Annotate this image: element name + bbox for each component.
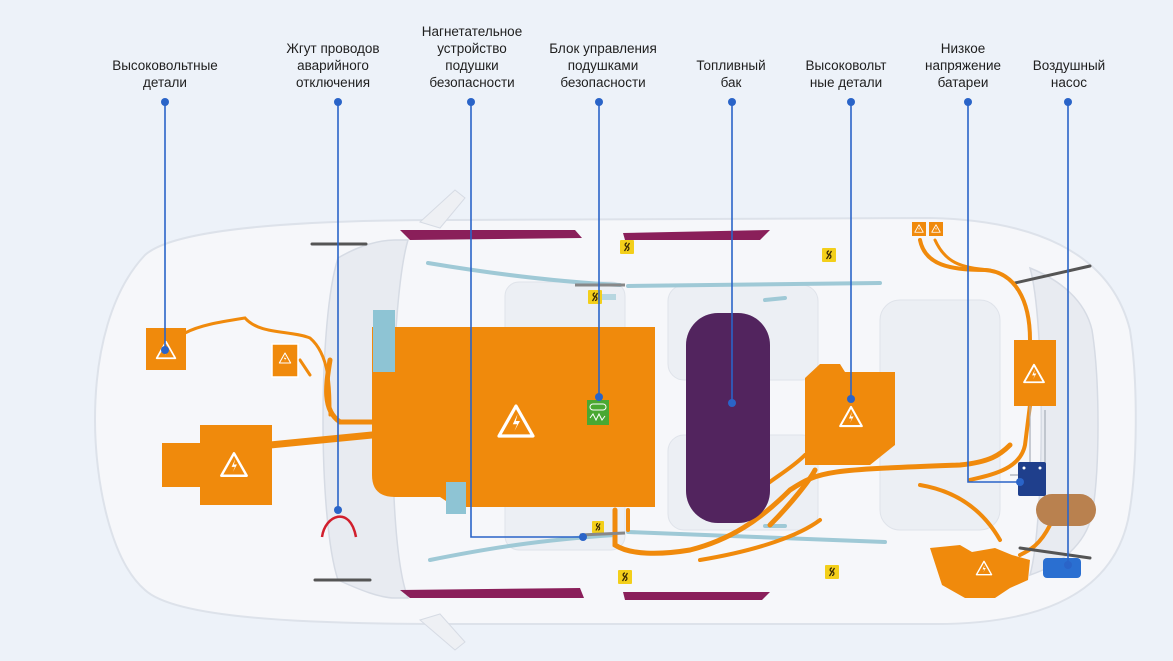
emergency-cutoff-harness — [320, 515, 358, 538]
hv-rear-unit — [805, 364, 895, 465]
label-airbag-inflator: Нагнетательное устройство подушки безопа… — [421, 24, 523, 90]
label-fuel-tank: Топливный бак — [696, 58, 766, 90]
hv-cables — [183, 238, 1052, 562]
label-air-pump: Воздушный насос — [1032, 58, 1106, 90]
label-low-voltage-battery: Низкое напряжение батареи — [925, 41, 1001, 90]
airbag-control-unit — [587, 400, 609, 425]
hv-fuse-box — [271, 343, 299, 378]
tan-cylinder — [1036, 494, 1096, 526]
label-high-voltage-rear: Высоковольт ные детали — [805, 58, 887, 90]
hv-rear-connectors — [912, 222, 943, 236]
fuel-tank — [686, 313, 770, 523]
label-airbag-control-unit: Блок управления подушками безопасности — [549, 41, 657, 90]
air-pump — [1018, 546, 1092, 578]
hv-front-motor — [162, 425, 272, 505]
low-voltage-battery — [1018, 462, 1046, 496]
label-high-voltage-front: Высоковольтные детали — [112, 58, 218, 90]
label-emergency-harness: Жгут проводов аварийного отключения — [286, 41, 380, 90]
hv-rear-motor — [930, 545, 1030, 598]
hv-battery-pack — [372, 310, 655, 514]
leader-lines — [164, 102, 1069, 565]
side-gas-tubes — [426, 261, 887, 562]
leader-dots — [161, 98, 1072, 569]
seatbelt-pretensioners — [575, 240, 839, 584]
curtain-airbags — [400, 230, 770, 600]
hv-rear-inverter — [1014, 340, 1056, 406]
